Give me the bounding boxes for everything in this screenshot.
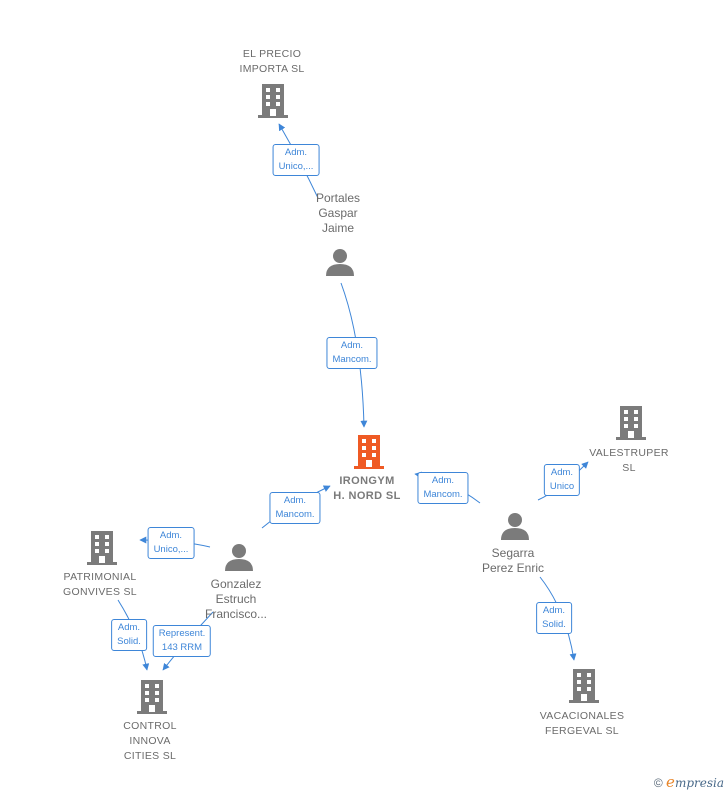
company-label-control[interactable]: CONTROL INNOVA CITIES SL	[123, 719, 176, 764]
relation-label-segarra-vacacionales[interactable]: Adm. Solid.	[536, 602, 572, 634]
node-line: GONVIVES SL	[63, 586, 137, 598]
brand-logo: empresia	[666, 773, 724, 791]
node-line: CITIES SL	[123, 750, 177, 762]
relation-label-portales-irongym[interactable]: Adm. Mancom.	[326, 337, 378, 369]
building-icon-highlighted[interactable]	[354, 435, 384, 469]
relation-line: 143 RRM	[161, 642, 203, 653]
node-line: Portales	[315, 191, 361, 205]
building-icon[interactable]	[87, 531, 117, 565]
relation-line: Adm.	[159, 530, 183, 541]
building-icon[interactable]	[137, 680, 167, 714]
node-line: IRONGYM	[339, 475, 395, 487]
relation-label-gonzalez-irongym[interactable]: Adm. Mancom.	[269, 492, 321, 524]
relation-line: Solid.	[542, 619, 566, 630]
node-line: Segarra	[491, 546, 535, 560]
relation-label-portales-elprecio[interactable]: Adm. Unico,...	[272, 144, 320, 176]
node-line: Gonzalez	[210, 577, 262, 591]
node-line: FERGEVAL SL	[545, 725, 619, 737]
relation-line: Adm.	[340, 340, 364, 351]
building-icon[interactable]	[258, 84, 288, 118]
relation-line: Unico	[549, 481, 575, 492]
node-line: CONTROL	[123, 720, 177, 732]
brand-name: mpresia	[674, 776, 724, 790]
person-label-gonzalez[interactable]: Gonzalez Estruch Francisco...	[205, 577, 267, 622]
brand-watermark: © empresia	[654, 773, 724, 791]
node-line: VACACIONALES	[539, 710, 625, 722]
node-line: Jaime	[321, 221, 354, 235]
relation-label-gonzalez-patrimonial[interactable]: Adm. Unico,...	[147, 527, 195, 559]
brand-initial: e	[666, 773, 675, 791]
node-line: Francisco...	[204, 607, 268, 621]
node-line: EL PRECIO	[242, 48, 302, 60]
node-line: Perez Enric	[481, 561, 545, 575]
relation-line: Mancom.	[275, 509, 315, 520]
node-line: SL	[622, 462, 636, 474]
node-line: Estruch	[215, 592, 257, 606]
building-icon[interactable]	[616, 406, 646, 440]
person-icon[interactable]	[500, 512, 530, 540]
relation-label-patrimonial-control[interactable]: Adm. Solid.	[111, 619, 147, 651]
relation-line: Adm.	[117, 622, 141, 633]
node-line: VALESTRUPER	[589, 447, 669, 459]
node-line: Gaspar	[318, 206, 358, 220]
relation-line: Unico,...	[278, 161, 314, 172]
company-label-patrimonial[interactable]: PATRIMONIAL GONVIVES SL	[63, 570, 137, 600]
company-label-irongym[interactable]: IRONGYM H. NORD SL	[333, 474, 401, 504]
relation-line: Adm.	[284, 147, 308, 158]
relation-label-segarra-irongym[interactable]: Adm. Mancom.	[417, 472, 469, 504]
person-icon[interactable]	[224, 543, 254, 571]
relation-line: Adm.	[550, 467, 574, 478]
relation-line: Adm.	[542, 605, 566, 616]
node-line: INNOVA	[129, 735, 171, 747]
person-icon[interactable]	[325, 248, 355, 276]
copyright-symbol: ©	[653, 776, 663, 790]
relation-line: Represent.	[158, 628, 206, 639]
relation-label-segarra-valestruper[interactable]: Adm. Unico	[543, 464, 581, 496]
relation-line: Mancom.	[423, 489, 463, 500]
node-line: PATRIMONIAL	[63, 571, 137, 583]
person-label-portales[interactable]: Portales Gaspar Jaime	[316, 191, 360, 236]
relation-line: Adm.	[431, 475, 455, 486]
person-label-segarra[interactable]: Segarra Perez Enric	[482, 546, 544, 576]
relation-line: Adm.	[283, 495, 307, 506]
node-line: IMPORTA SL	[239, 63, 305, 75]
company-label-el-precio[interactable]: EL PRECIO IMPORTA SL	[239, 47, 304, 77]
company-label-valestruper[interactable]: VALESTRUPER SL	[589, 446, 669, 476]
relation-label-gonzalez-control[interactable]: Represent. 143 RRM	[152, 625, 212, 657]
relation-line: Unico,...	[153, 544, 189, 555]
relation-line: Solid.	[117, 636, 141, 647]
relation-line: Mancom.	[332, 354, 372, 365]
building-icon[interactable]	[569, 669, 599, 703]
company-label-vacacionales[interactable]: VACACIONALES FERGEVAL SL	[540, 709, 625, 739]
node-line: H. NORD SL	[333, 490, 401, 502]
